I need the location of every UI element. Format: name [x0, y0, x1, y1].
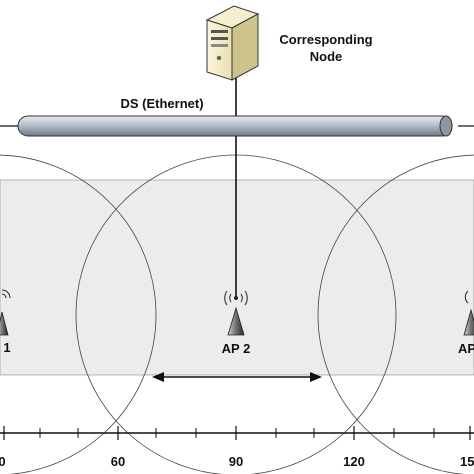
- double-arrow-icon: [152, 372, 322, 382]
- axis-tick-label: 15: [460, 454, 474, 469]
- axis-tick-label: 120: [343, 454, 365, 469]
- access-point-icon: [224, 290, 248, 336]
- coverage-band-border: [0, 179, 474, 376]
- backbone-label: DS (Ethernet): [120, 96, 203, 111]
- server-label-line1: Corresponding: [279, 32, 372, 47]
- ap3-label: AP: [458, 341, 474, 356]
- ethernet-backbone: [0, 115, 474, 137]
- coverage-circle-ap1: [0, 154, 157, 474]
- access-point-icon: [463, 290, 474, 336]
- axis-tick-label: 90: [229, 454, 243, 469]
- coverage-band: [0, 180, 474, 375]
- server-label-line2: Node: [310, 49, 343, 64]
- position-axis: [0, 426, 474, 440]
- coverage-circle-ap3: [317, 154, 474, 474]
- ap2-label: AP 2: [222, 341, 251, 356]
- access-point-icon: [0, 289, 11, 336]
- ap1-label: 1: [3, 340, 10, 355]
- axis-tick-label: 0: [0, 454, 6, 469]
- axis-tick-label: 60: [111, 454, 125, 469]
- server-icon: [205, 5, 260, 81]
